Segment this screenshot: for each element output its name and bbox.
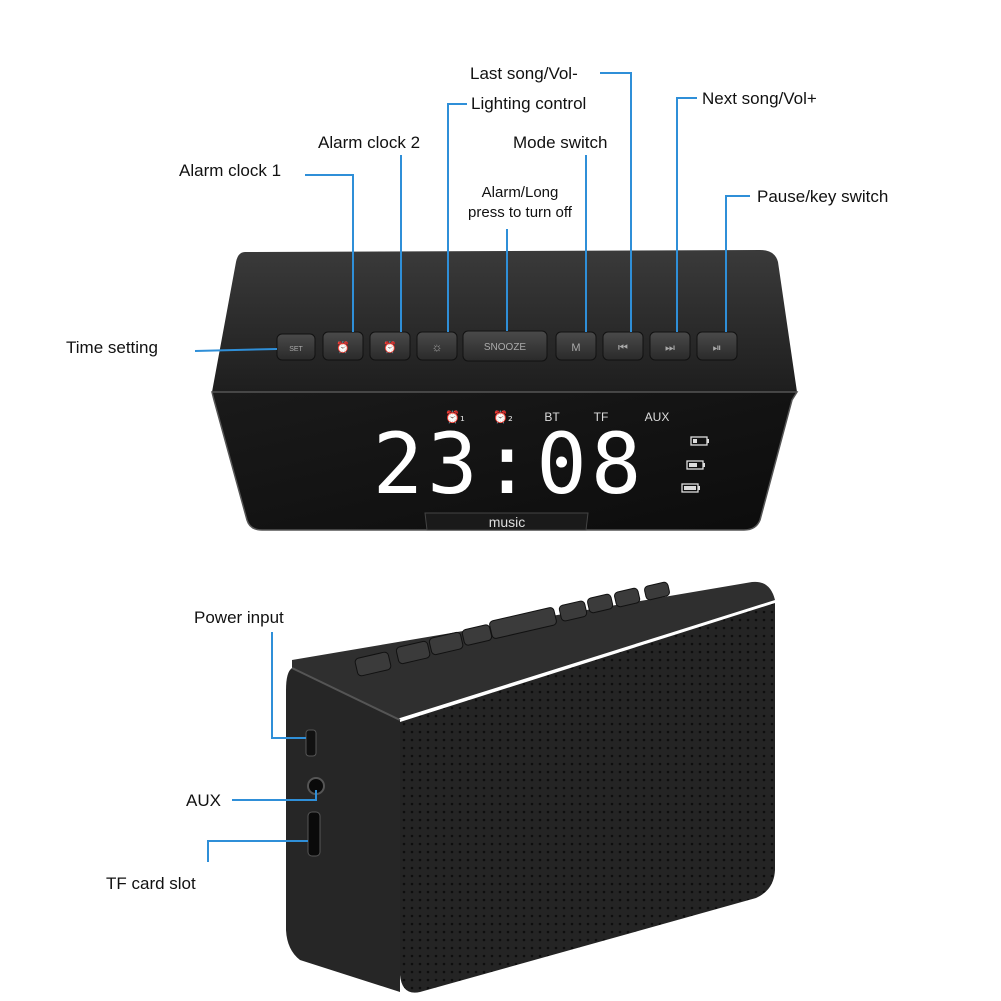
bottom-next-button[interactable] [395,640,431,665]
bottom-prev-button[interactable] [428,631,464,656]
label-pause-key-switch: Pause/key switch [757,187,889,206]
alarm-clock-1-button[interactable] [322,331,364,361]
mode-icon: M [571,342,580,354]
lighting-control-button[interactable] [416,331,458,361]
light-icon: ☼ [432,340,443,354]
bottom-mode-button[interactable] [461,624,493,646]
play-pause-icon: ⏯ [713,342,722,354]
label-lighting-control: Lighting control [471,94,587,113]
snooze-button[interactable] [462,330,548,362]
time-setting-button[interactable] [276,333,316,361]
label-alarm-clock-1: Alarm clock 1 [179,161,282,180]
brand-label: music [489,514,526,530]
top-clock-top-face [212,250,797,392]
speaker-grille [400,603,775,993]
label-alarm-long-press: Alarm/Long press to turn off [455,183,585,223]
tf-card-slot [307,811,321,857]
indicator-bt: BT [544,410,560,424]
label-mode-switch: Mode switch [513,133,608,152]
bottom-device-side-face [286,668,400,992]
set-button-label: SET [289,346,303,353]
label-last-song: Last song/Vol- [470,64,578,83]
bottom-alarm1-button[interactable] [614,587,641,608]
bottom-callout-lines [207,632,317,862]
top-clock-front-face [211,391,799,531]
indicator-alarm2: ⏰₂ [493,409,513,424]
alarm2-icon: ⏰ [383,340,397,354]
label-tf-card-slot: TF card slot [106,874,196,893]
bottom-pause-button[interactable] [354,651,392,677]
bottom-light-button[interactable] [558,600,588,622]
label-alarm-long-line1: Alarm/Long [481,184,559,201]
top-clock-device: SET ⏰ ⏰ ☼ SNOOZE M ⏮ ⏭ ⏯ ⏰₁ ⏰₂ BT TF AUX… [211,250,799,531]
label-power-input: Power input [194,608,284,627]
indicator-aux: AUX [645,410,670,424]
label-alarm-clock-2: Alarm clock 2 [318,133,421,152]
power-input-port [305,729,317,757]
bottom-alarm2-button[interactable] [587,593,614,614]
indicator-alarm1: ⏰₁ [445,409,465,424]
bottom-device-buttons [354,581,671,677]
mode-switch-button[interactable] [555,331,597,361]
bottom-speaker-device [286,581,775,993]
bottom-device-top-face [292,581,775,723]
next-icon: ⏭ [665,342,675,354]
top-callout-lines [194,72,750,352]
battery-icons [681,436,709,493]
pause-key-switch-button[interactable] [696,331,738,361]
alarm-clock-2-button[interactable] [369,331,411,361]
time-display: 23:08 [373,415,646,513]
label-time-setting: Time setting [66,338,158,357]
bottom-set-button[interactable] [644,581,671,601]
alarm1-icon: ⏰ [336,340,350,354]
next-song-button[interactable] [649,331,691,361]
indicator-tf: TF [594,410,609,424]
snooze-button-label: SNOOZE [484,342,527,353]
prev-icon: ⏮ [618,342,628,354]
last-song-button[interactable] [602,331,644,361]
label-next-song: Next song/Vol+ [702,89,817,108]
bottom-snooze-button[interactable] [489,607,557,639]
label-alarm-long-line2: press to turn off [468,204,572,221]
label-aux: AUX [186,791,221,810]
